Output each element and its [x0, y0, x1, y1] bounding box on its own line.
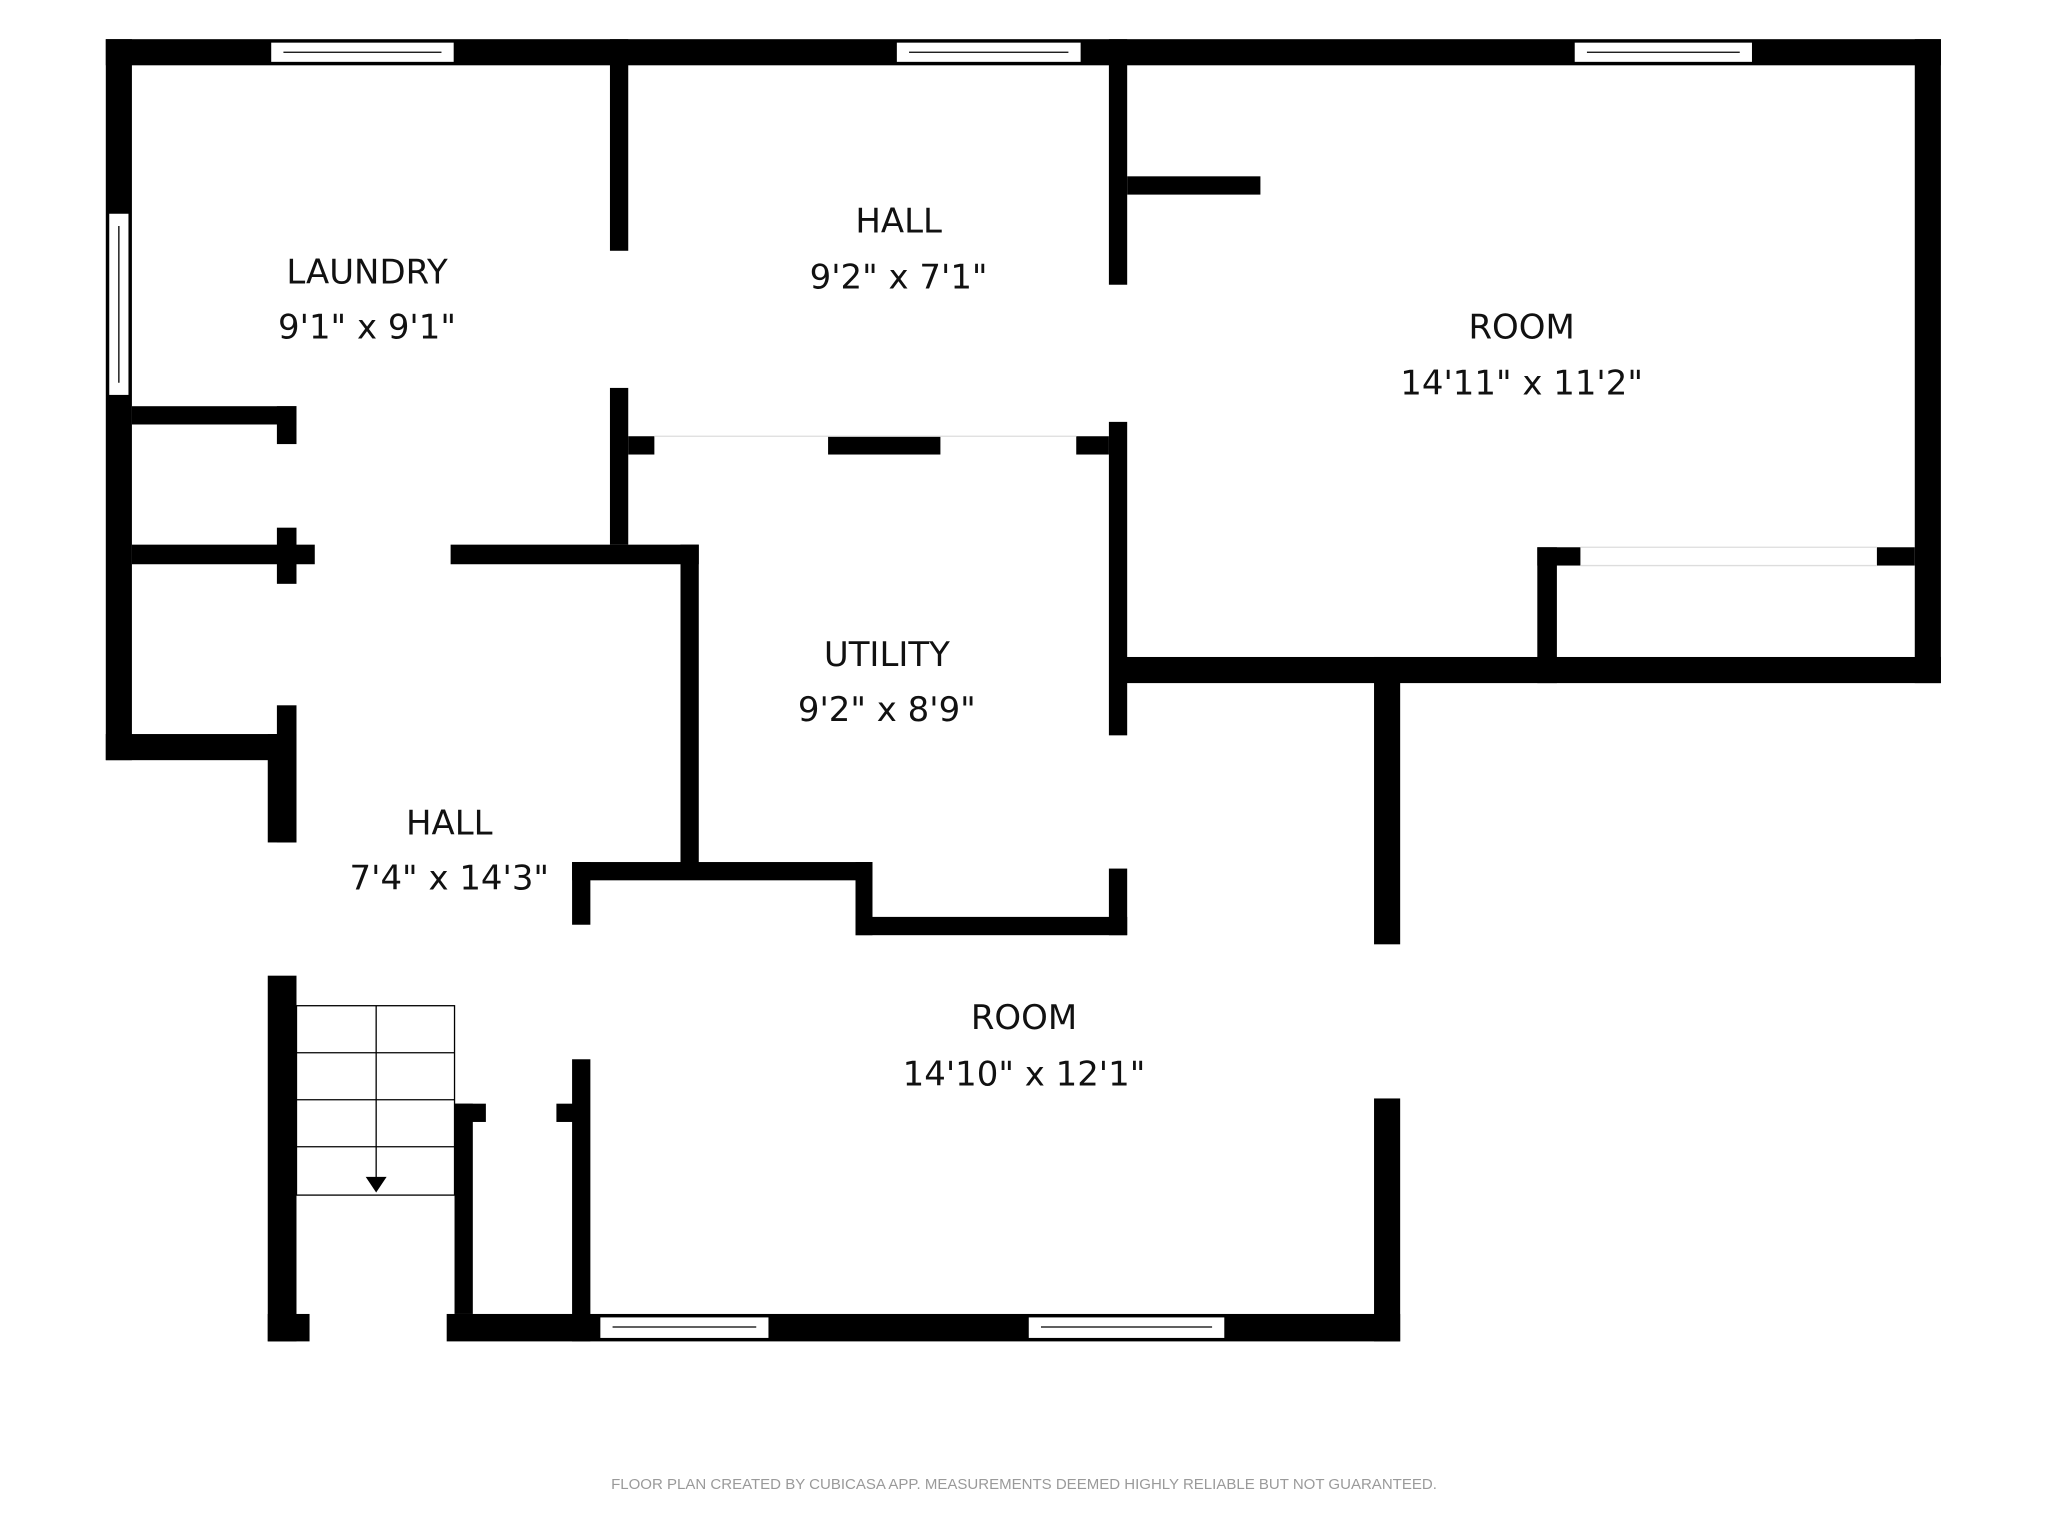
- room-size: 9'2" x 8'9": [798, 690, 976, 730]
- room-size: 9'2" x 7'1": [810, 258, 988, 298]
- room-size: 7'4" x 14'3": [350, 858, 550, 898]
- stairs: [295, 1005, 456, 1196]
- room-size: 14'11" x 11'2": [1400, 363, 1643, 403]
- room-size: 14'10" x 12'1": [903, 1054, 1146, 1094]
- room-size: 9'1" x 9'1": [278, 307, 456, 347]
- room-name: HALL: [855, 201, 942, 241]
- stairs-arrow-icon: [365, 1176, 387, 1193]
- room-labels: LAUNDRY 9'1" x 9'1" HALL 9'2" x 7'1" ROO…: [278, 201, 1643, 1094]
- windows: [107, 40, 1754, 1340]
- disclaimer-footer: FLOOR PLAN CREATED BY CUBICASA APP. MEAS…: [611, 1476, 1437, 1493]
- room-name: UTILITY: [824, 635, 950, 675]
- walls: [105, 39, 1941, 1342]
- room-name: HALL: [406, 804, 493, 844]
- room-name: ROOM: [1468, 307, 1574, 347]
- room-name: ROOM: [971, 998, 1077, 1038]
- room-name: LAUNDRY: [286, 252, 448, 292]
